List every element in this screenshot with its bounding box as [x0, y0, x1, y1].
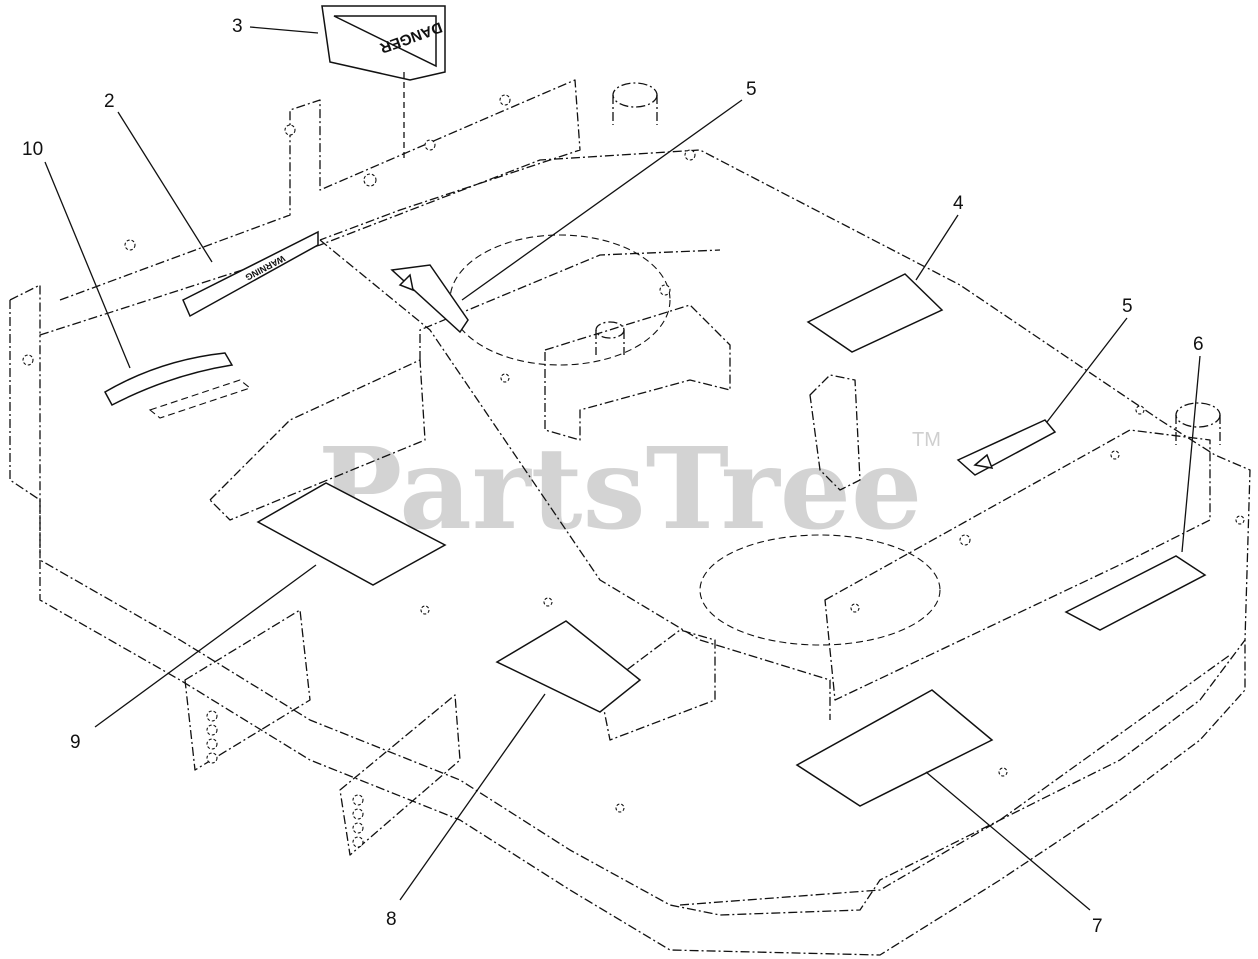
leader-6 [1181, 355, 1201, 553]
warning-decal: WARNING [182, 230, 319, 318]
callout-8: 8 [386, 909, 397, 930]
callout-9: 9 [70, 732, 81, 753]
callout-10: 10 [22, 139, 43, 160]
leader-9 [94, 564, 317, 728]
leader-5-right [1046, 317, 1128, 423]
leader-lines [44, 26, 1201, 911]
decal-sheets [103, 264, 1207, 807]
callout-2: 2 [104, 91, 115, 112]
callout-5-upper: 5 [746, 79, 757, 100]
leader-7 [925, 771, 1091, 911]
callout-4: 4 [953, 193, 964, 214]
decal-5-right [956, 419, 1057, 476]
decal-10 [103, 352, 234, 407]
deck-outline [9, 79, 1251, 956]
decal-5-upper [390, 264, 469, 334]
watermark-trademark: TM [912, 429, 941, 451]
callout-3: 3 [232, 16, 243, 37]
callout-7: 7 [1092, 916, 1103, 937]
leader-5-upper [461, 99, 743, 301]
leader-4 [915, 214, 959, 281]
callout-5-right: 5 [1122, 296, 1133, 317]
decal-8 [495, 620, 642, 713]
decal-7 [795, 689, 994, 807]
leader-3 [249, 26, 319, 34]
callout-numbers: 3 2 10 5 4 5 6 9 8 7 [22, 16, 1204, 937]
danger-decal: DANGER [321, 5, 446, 160]
leader-10 [44, 161, 131, 369]
callout-6: 6 [1193, 334, 1204, 355]
decal-9 [256, 482, 447, 586]
decal-4 [806, 273, 944, 353]
leader-8 [399, 693, 546, 901]
leader-2 [117, 111, 213, 263]
decal-6 [1064, 555, 1207, 631]
